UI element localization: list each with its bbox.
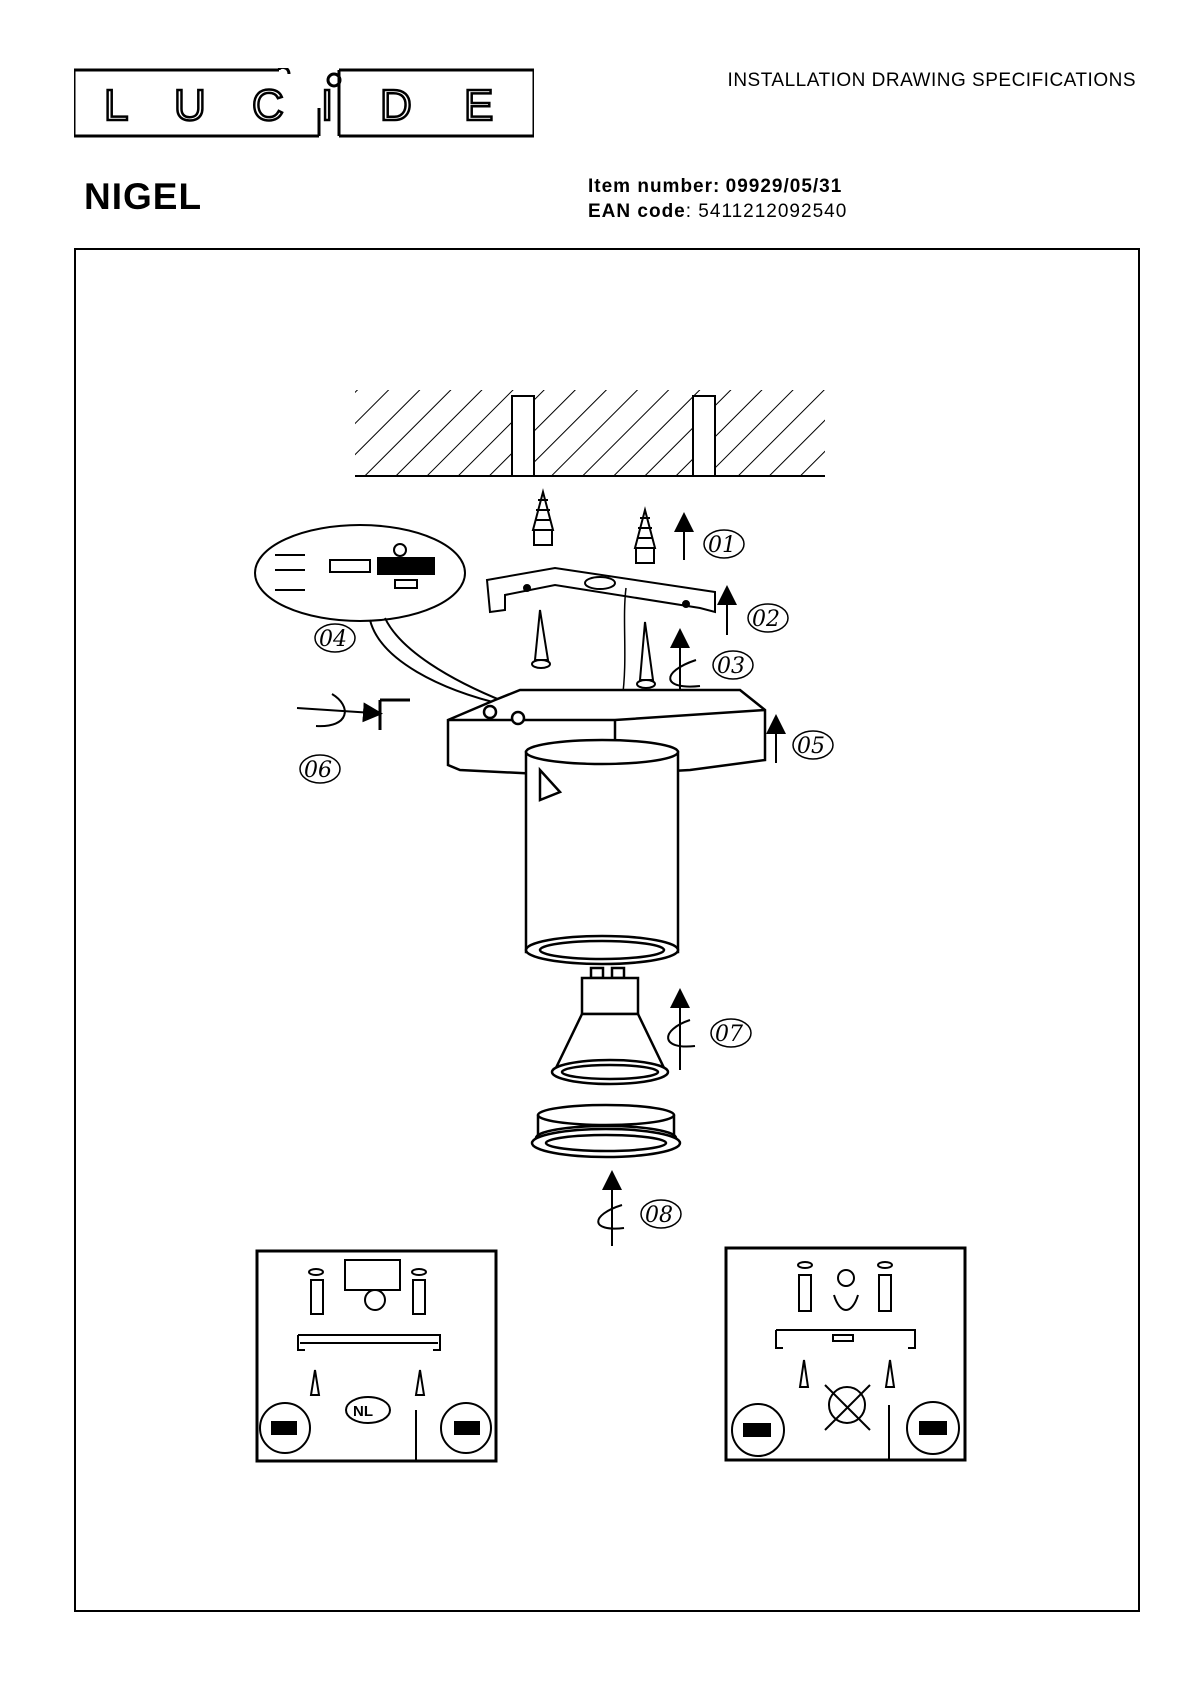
logo-letter-u: U [174,81,206,130]
cover-ring [530,1103,682,1159]
step-06: 06 [299,754,341,784]
arrow-icon [296,512,786,1246]
svg-text:08: 08 [645,1203,673,1228]
gu10-lamp [550,966,670,1086]
step-03: 03 [712,650,754,680]
product-name: NIGEL [84,176,203,217]
ean-code-value: : 5411212092540 [685,201,848,222]
inset-diagram-left: NL [255,1249,498,1463]
step-01: 01 [703,529,745,559]
logo-letter-e: E [464,81,493,130]
screw-icon [636,621,656,689]
screw-icon [531,609,551,669]
wiring-detail [254,524,506,706]
logo-letter-c: C [252,81,284,130]
ean-code-row: EAN code: 5411212092540 [588,199,847,224]
svg-text:01: 01 [708,533,736,558]
step-07: 07 [710,1018,752,1048]
spot-cylinder [524,738,680,966]
inset-diagram-right [724,1246,967,1462]
svg-text:03: 03 [717,654,745,679]
logo-letter-l: L [104,81,128,130]
item-number-row: Item number: 09929/05/31 [588,174,847,199]
svg-text:07: 07 [715,1022,743,1047]
svg-text:06: 06 [304,758,332,783]
logo-letter-d: D [380,81,412,130]
drawing-frame [74,248,1140,1612]
item-number-value: 09929/05/31 [725,176,843,197]
step-02: 02 [747,603,789,633]
mounting-bracket [485,566,716,614]
product-identifiers: Item number: 09929/05/31 EAN code: 54112… [588,174,847,224]
lucide-logo: L U C I D E [74,68,534,138]
step-labels: 01 02 03 04 05 06 07 08 [299,529,834,1229]
step-08: 08 [640,1199,682,1229]
document-type: INSTALLATION DRAWING SPECIFICATIONS [727,70,1136,91]
svg-text:02: 02 [752,607,780,632]
ceiling-section [355,390,825,477]
step-04: 04 [314,623,356,653]
nl-badge: NL [353,1403,373,1420]
wall-plug-icon [633,506,657,564]
ean-code-label: EAN code [588,201,686,222]
step-05: 05 [792,730,834,760]
svg-text:05: 05 [797,734,825,759]
logo-letter-i: I [321,81,333,130]
item-number-label: Item number: [588,176,721,197]
svg-text:04: 04 [319,627,347,652]
wall-plug-icon [531,488,555,546]
